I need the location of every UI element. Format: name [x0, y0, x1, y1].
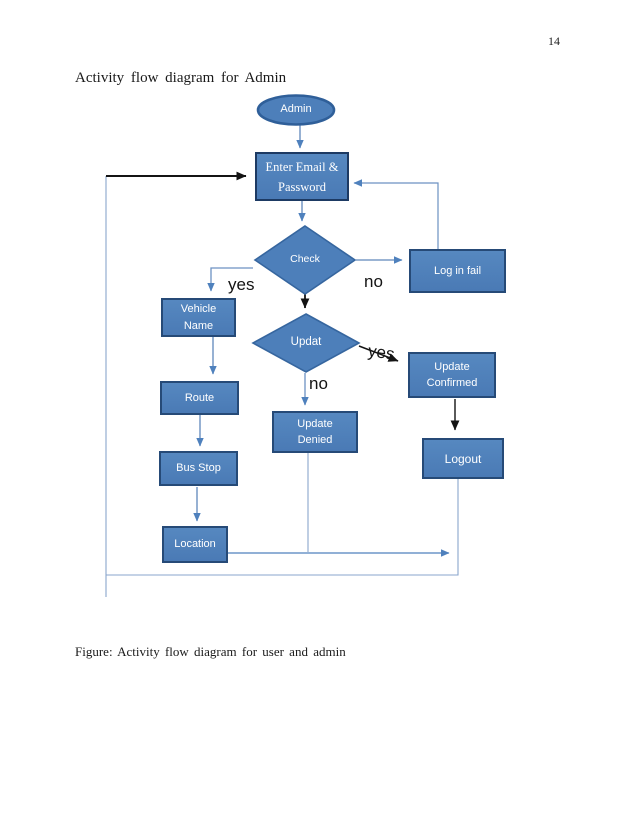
- update-denied-line1: Update: [297, 417, 333, 430]
- enter-credentials-line1: Enter Email &: [265, 159, 339, 174]
- update-confirmed-node: Update Confirmed: [408, 352, 496, 398]
- updat-decision-shape: [251, 313, 361, 373]
- enter-credentials-node: Enter Email & Password: [255, 152, 349, 201]
- update-denied-node: Update Denied: [272, 411, 358, 453]
- location-label: Location: [174, 538, 216, 551]
- update-confirmed-line2: Confirmed: [426, 377, 478, 389]
- vehicle-name-line1: Vehicle: [180, 303, 217, 315]
- check-no-label: no: [364, 272, 383, 291]
- check-node-label: Check: [290, 253, 320, 265]
- location-node: Location: [162, 526, 228, 563]
- log-in-fail-label: Log in fail: [433, 264, 482, 277]
- updat-node-label: Updat: [290, 336, 322, 348]
- update-confirmed-line1: Update: [434, 360, 470, 373]
- bus-stop-label: Bus Stop: [176, 462, 221, 475]
- admin-node-label: Admin: [280, 103, 312, 115]
- vehicle-name-node: Vehicle Name: [161, 298, 236, 337]
- edge-loginfail-to-enter: [353, 179, 439, 249]
- updat-yes-label: yes: [366, 341, 396, 364]
- enter-credentials-line2: Password: [278, 179, 326, 194]
- route-label: Route: [184, 391, 215, 404]
- log-in-fail-node: Log in fail: [409, 249, 506, 293]
- logout-node: Logout: [422, 438, 504, 479]
- page-number: 14: [548, 34, 560, 48]
- vehicle-name-line2: Name: [183, 319, 214, 332]
- admin-start-node: [256, 94, 336, 126]
- check-yes-label: yes: [228, 275, 255, 294]
- check-decision-shape: [253, 225, 357, 295]
- bus-stop-node: Bus Stop: [159, 451, 238, 486]
- edge-check-yes-to-vehicle: [207, 267, 253, 292]
- figure-caption: Figure: Activity flow diagram for user a…: [75, 644, 346, 659]
- route-node: Route: [160, 381, 239, 415]
- updat-no-label: no: [309, 374, 328, 393]
- edge-logout-loop-bottom: [106, 479, 459, 576]
- page-title: Activity flow diagram for Admin: [75, 70, 287, 86]
- update-denied-line2: Denied: [297, 434, 333, 446]
- logout-label: Logout: [444, 451, 482, 466]
- edge-updat-yes-to-confirmed: [358, 345, 399, 362]
